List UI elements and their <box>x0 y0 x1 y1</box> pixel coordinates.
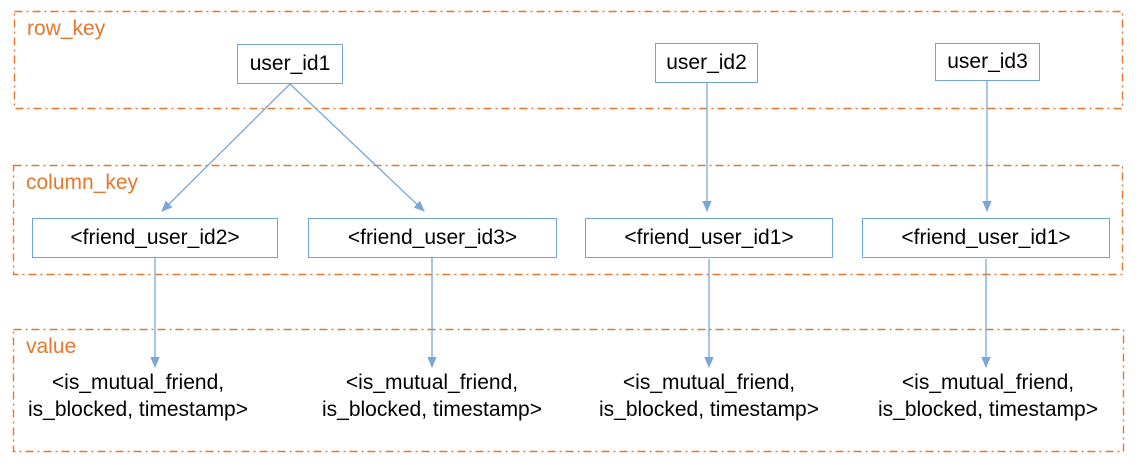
value-tuple-line2: is_blocked, timestamp> <box>877 398 1099 421</box>
arrow-user1-to-friend2 <box>161 83 291 212</box>
column-key-band-label: column_key <box>26 171 139 194</box>
node-friend-user-id1-b: <friend_user_id1> <box>862 218 1110 258</box>
node-user-id1: user_id1 <box>237 44 343 84</box>
value-tuple-line2: is_blocked, timestamp> <box>321 398 543 421</box>
value-tuple-line1: <is_mutual_friend, <box>622 371 796 394</box>
arrow-user1-to-friend3 <box>289 83 425 212</box>
value-tuple-line2: is_blocked, timestamp> <box>598 398 820 421</box>
node-user-id2: user_id2 <box>655 43 758 83</box>
value-tuple-4: <is_mutual_friend, is_blocked, timestamp… <box>858 369 1118 423</box>
value-tuple-line2: is_blocked, timestamp> <box>27 398 249 421</box>
value-tuple-2: <is_mutual_friend, is_blocked, timestamp… <box>302 369 562 423</box>
row-key-band-label: row_key <box>27 17 106 40</box>
node-friend-user-id3: <friend_user_id3> <box>308 218 557 258</box>
value-tuple-1: <is_mutual_friend, is_blocked, timestamp… <box>8 369 268 423</box>
node-friend-user-id2: <friend_user_id2> <box>32 218 278 258</box>
row-key-band-border <box>13 10 1124 110</box>
value-tuple-line1: <is_mutual_friend, <box>51 371 225 394</box>
value-tuple-3: <is_mutual_friend, is_blocked, timestamp… <box>579 369 839 423</box>
node-user-id3: user_id3 <box>935 43 1040 81</box>
node-friend-user-id1-a: <friend_user_id1> <box>585 218 833 258</box>
value-band-label: value <box>26 335 77 358</box>
value-band-border <box>12 328 1125 453</box>
value-tuple-line1: <is_mutual_friend, <box>901 371 1075 394</box>
value-tuple-line1: <is_mutual_friend, <box>345 371 519 394</box>
column-key-band-border <box>12 164 1124 276</box>
